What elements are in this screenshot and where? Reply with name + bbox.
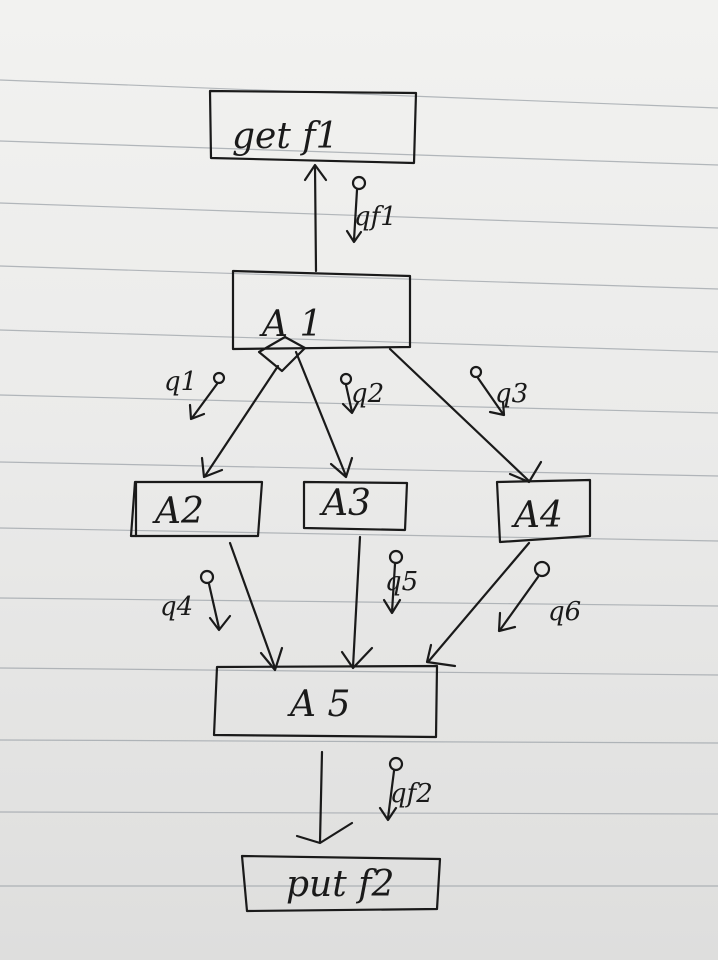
node-a2-label: A2 — [152, 491, 204, 532]
edge-a1-to-get-f1 — [303, 163, 328, 273]
message-qf1-label: qf1 — [354, 202, 397, 232]
node-a2: A2 — [129, 480, 264, 538]
message-q5-label: q5 — [385, 567, 418, 597]
node-a5: A 5 — [212, 664, 439, 739]
message-qf1: qf1 — [345, 175, 397, 244]
node-a2-box — [129, 480, 264, 538]
edge-a1-to-a4 — [388, 347, 543, 484]
node-a1: A 1 — [231, 269, 412, 373]
message-q2: q2 — [339, 372, 384, 415]
message-q3: q3 — [469, 365, 528, 417]
edge-a2-to-a5 — [228, 541, 284, 672]
node-get-f1-box — [208, 89, 418, 165]
node-a1-label: A 1 — [259, 304, 322, 345]
edge-a1-to-a2 — [200, 364, 280, 479]
node-get-f1: get f1 — [208, 89, 418, 165]
message-q5: q5 — [382, 549, 418, 615]
node-a3-label: A3 — [319, 483, 371, 524]
message-qf2: qf2 — [378, 756, 433, 822]
node-a5-label: A 5 — [287, 684, 350, 725]
node-put-f2-label: put f2 — [286, 864, 394, 905]
split-gateway-diamond — [257, 335, 307, 373]
node-a3-box — [302, 480, 409, 532]
node-a5-box — [212, 664, 439, 739]
node-put-f2-box — [240, 854, 442, 913]
message-q2-label: q2 — [351, 379, 384, 409]
message-q6-label: q6 — [548, 597, 581, 627]
message-q1-label: q1 — [164, 367, 197, 397]
edge-a3-to-a5 — [340, 535, 374, 670]
node-a4-label: A4 — [511, 495, 563, 536]
edge-a4-to-a5 — [425, 541, 531, 668]
message-qf2-label: qf2 — [390, 779, 433, 809]
node-a3: A3 — [302, 480, 409, 532]
node-a4: A4 — [495, 478, 592, 544]
message-q1: q1 — [164, 367, 226, 421]
node-put-f2: put f2 — [240, 854, 442, 913]
message-q4: q4 — [160, 569, 232, 632]
node-a1-box — [231, 269, 412, 351]
node-get-f1-label: get f1 — [232, 116, 339, 157]
node-a4-box — [495, 478, 592, 544]
edge-a1-to-a3 — [294, 350, 354, 479]
edge-a5-to-put-f2 — [295, 750, 354, 845]
message-q3-label: q3 — [495, 379, 528, 409]
message-q4-label: q4 — [160, 592, 193, 622]
message-q6: q6 — [497, 560, 581, 633]
